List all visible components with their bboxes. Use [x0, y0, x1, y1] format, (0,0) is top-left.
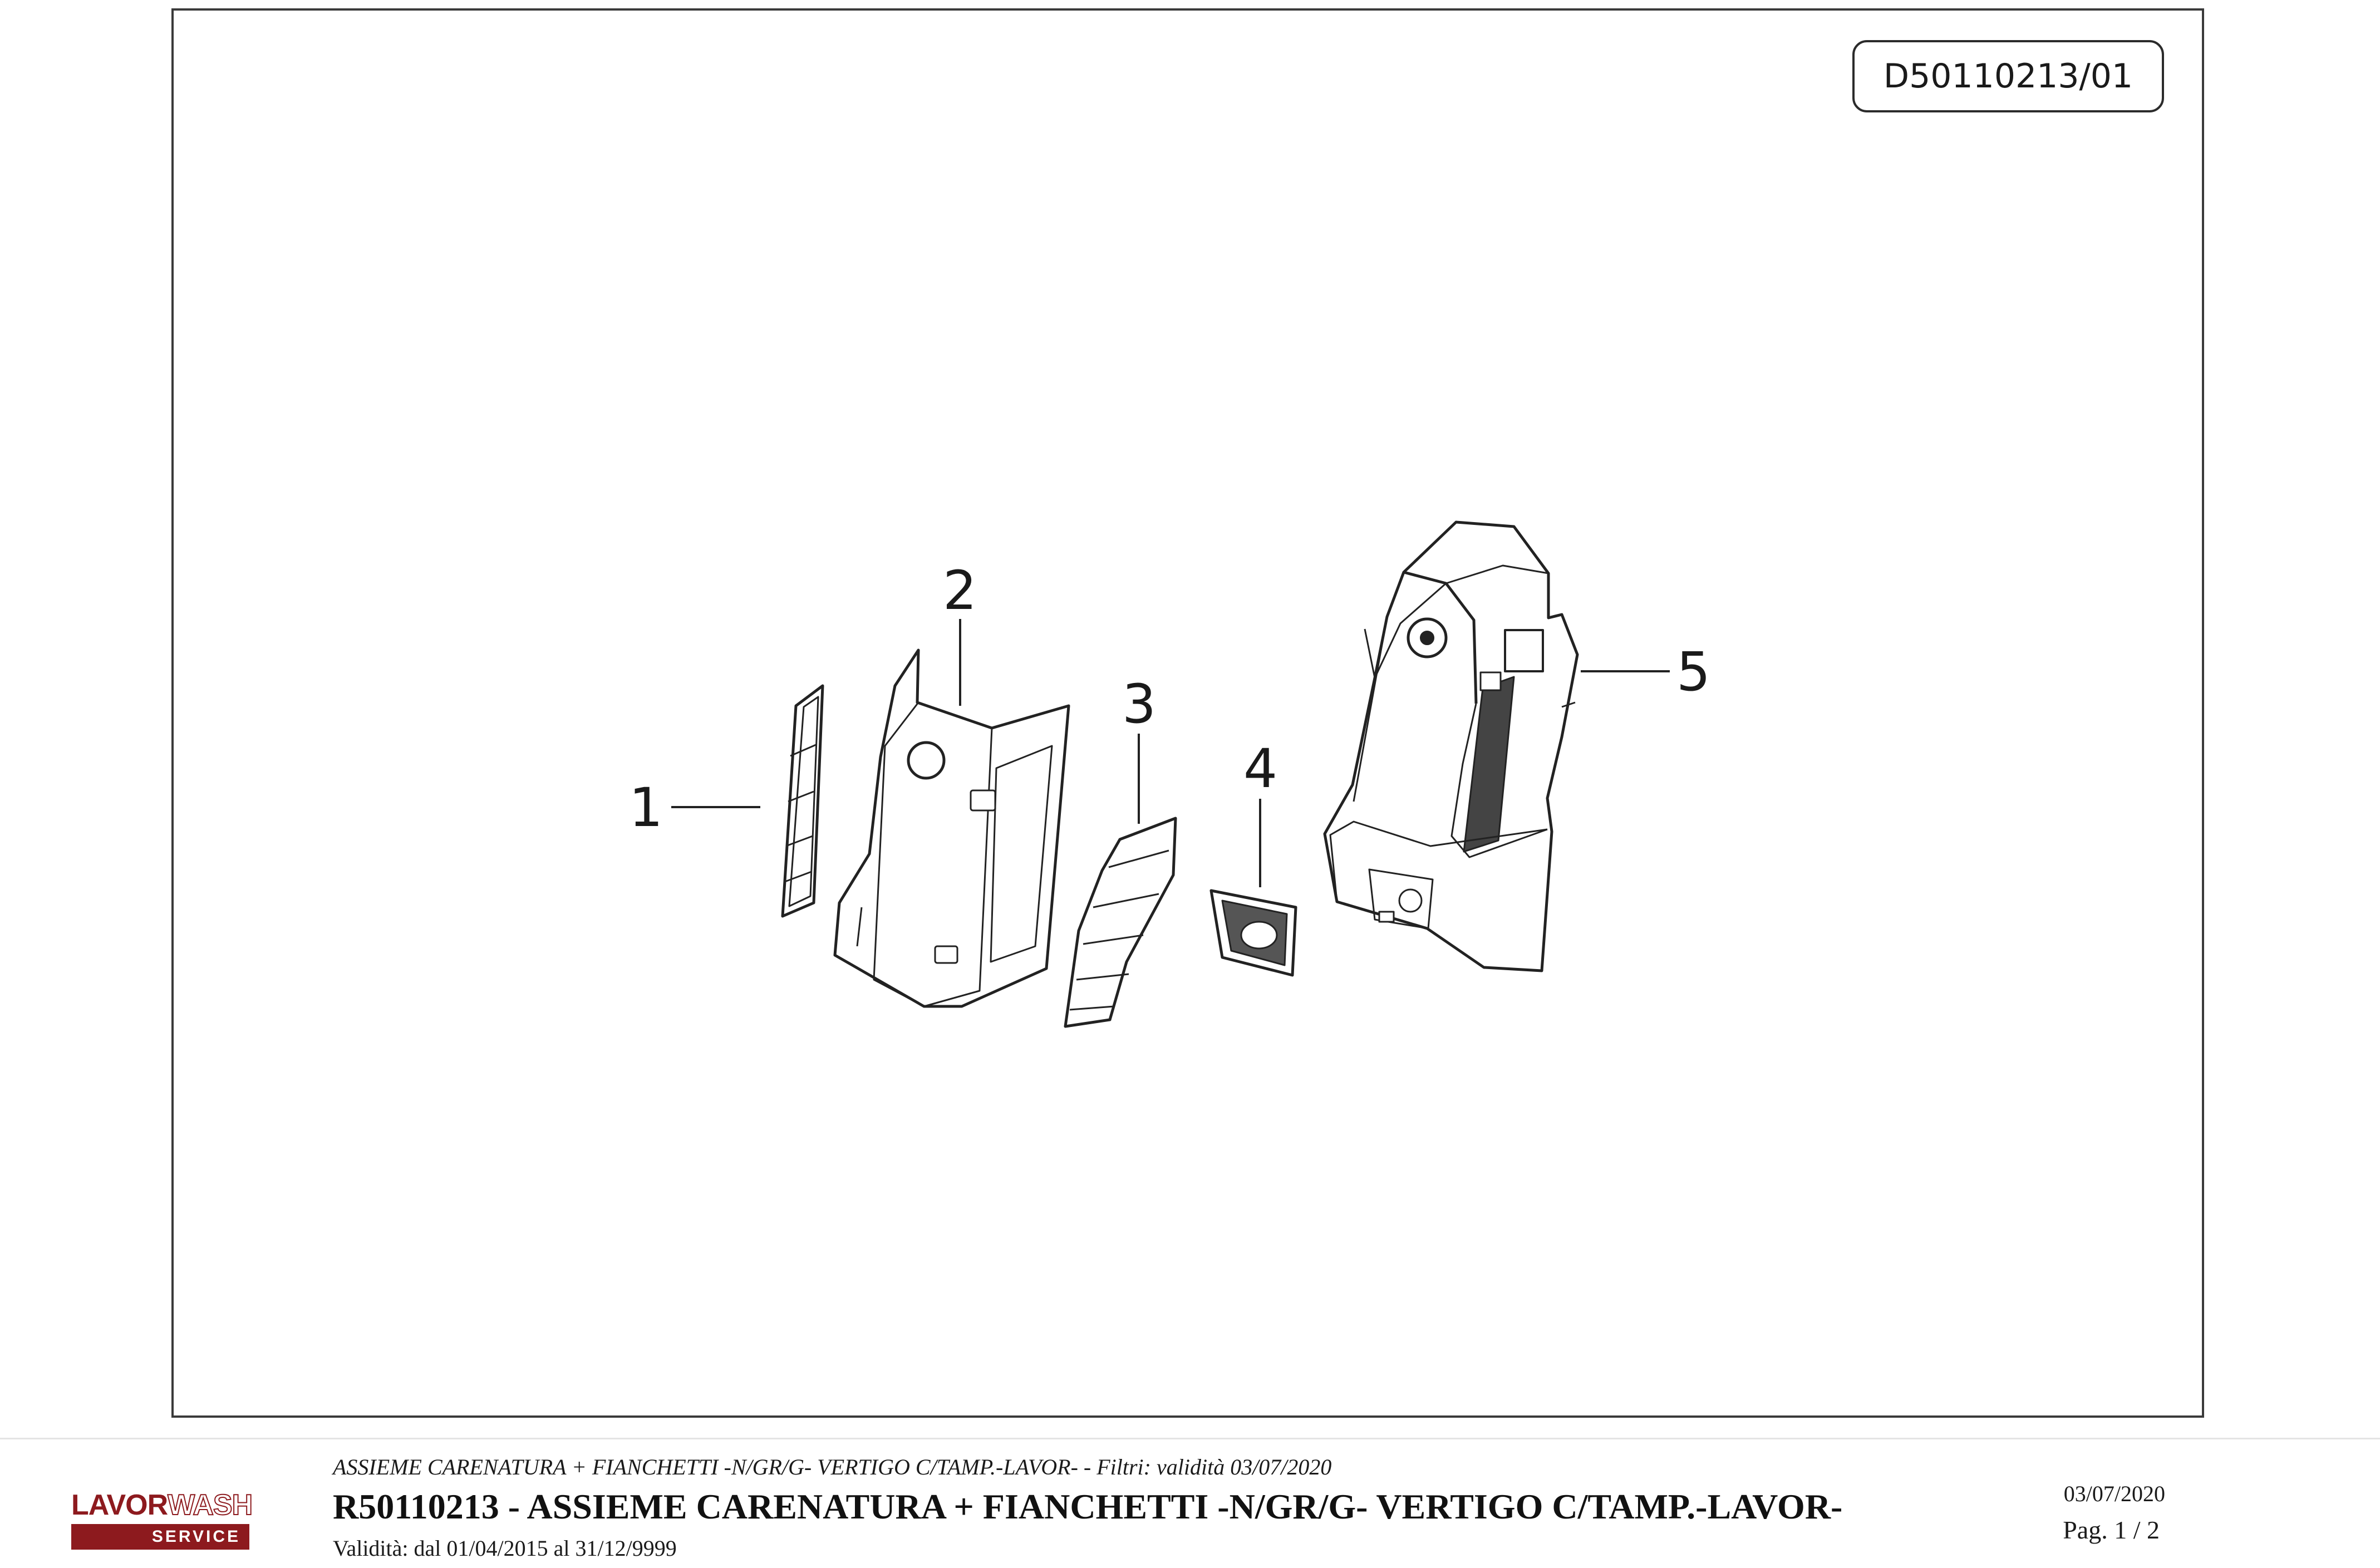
footer-separator — [0, 1438, 2380, 1439]
callout-2: 2 — [943, 559, 977, 622]
footer-validity: Validità: dal 01/04/2015 al 31/12/9999 — [333, 1536, 677, 1561]
footer-date: 03/07/2020 — [2063, 1481, 2165, 1506]
part-3-louvred-panel — [1064, 817, 1177, 1028]
callout-3: 3 — [1122, 673, 1156, 735]
footer-page-number: Pag. 1 / 2 — [2063, 1516, 2160, 1544]
logo-word-lavor: LAVOR — [71, 1489, 168, 1521]
drawing-frame — [171, 8, 2204, 1418]
footer-title: R50110213 - ASSIEME CARENATURA + FIANCHE… — [333, 1487, 1843, 1526]
callout-5: 5 — [1676, 641, 1710, 703]
part-2-front-fairing — [833, 648, 1070, 1008]
callout-1: 1 — [629, 776, 663, 839]
part-1-side-grille — [781, 684, 824, 918]
footer-subtitle: ASSIEME CARENATURA + FIANCHETTI -N/GR/G-… — [333, 1454, 1332, 1479]
lavorwash-service-logo: LAVOR WASH SERVICE — [71, 1487, 253, 1552]
logo-service-band: SERVICE — [71, 1524, 249, 1550]
callout-4: 4 — [1243, 738, 1277, 800]
logo-word-wash: WASH — [167, 1489, 253, 1521]
part-5-main-cover — [1323, 520, 1579, 972]
part-4-mesh-grille — [1209, 889, 1297, 977]
drawing-code-label: D50110213/01 — [1852, 40, 2164, 112]
